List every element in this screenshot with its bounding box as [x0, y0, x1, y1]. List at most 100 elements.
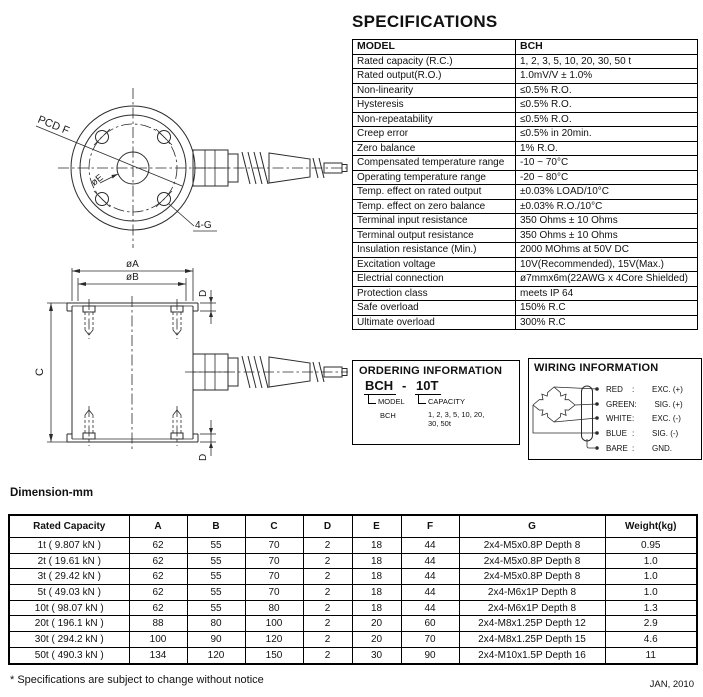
dim-cell-weight: 1.3 [604, 599, 698, 617]
pcd-circle [88, 123, 178, 213]
ordering-model-value: BCH [380, 411, 396, 420]
dim-cell-d: 2 [302, 615, 353, 633]
dim-cell-b: 55 [186, 552, 246, 570]
spec-row-label: Rated output(R.O.) [352, 68, 516, 84]
ordering-code-separator: - [402, 378, 407, 393]
spec-row-value: 10V(Recommended), 15V(Max.) [515, 256, 698, 272]
dim-cell-c: 150 [244, 646, 304, 665]
spec-row: Insulation resistance (Min.) 2000 MOhms … [352, 242, 698, 258]
dim-a: øA [71, 259, 194, 301]
svg-text:D: D [198, 454, 209, 461]
dim-cell-weight: 2.9 [604, 615, 698, 633]
wire-color: GREEN [606, 399, 635, 409]
model-connector-line [368, 394, 376, 404]
dim-cell-capacity: 1t ( 9.807 kN ) [8, 537, 130, 554]
spec-row: Rated capacity (R.C.) 1, 2, 3, 5, 10, 20… [352, 53, 698, 69]
dim-cell-f: 90 [400, 646, 460, 665]
spec-row-label: Operating temperature range [352, 169, 516, 185]
wire-function: EXC. (-) [652, 414, 681, 424]
spec-row-label: Compensated temperature range [352, 155, 516, 171]
dimension-header-cell: B [186, 514, 246, 538]
specifications-section: SPECIFICATIONS MODEL BCH Rated capacity … [352, 12, 698, 330]
dim-cell-e: 20 [351, 615, 402, 633]
spec-row: Rated output(R.O.) 1.0mV/V ± 1.0% [352, 68, 698, 84]
bore-e-label: øE [89, 172, 105, 188]
dimension-row: 10t ( 98.07 kN ) 62 55 80 2 18 44 2x4-M6… [8, 599, 698, 617]
spec-row-value: ±0.03% R.O./10°C [515, 198, 698, 214]
spec-row-label: Terminal input resistance [352, 213, 516, 229]
dim-cell-capacity: 3t ( 29.42 kN ) [8, 568, 130, 586]
dim-cell-capacity: 20t ( 196.1 kN ) [8, 615, 130, 633]
dim-cell-a: 88 [128, 615, 188, 633]
spec-row-value: ≤0.5% R.O. [515, 97, 698, 113]
spec-row-label: Excitation voltage [352, 256, 516, 272]
ordering-information-box: ORDERING INFORMATION BCH - 10T MODEL BCH… [352, 360, 520, 445]
dim-cell-f: 44 [400, 568, 460, 586]
dim-cell-capacity: 5t ( 49.03 kN ) [8, 584, 130, 601]
wire-function: SIG. (-) [652, 429, 679, 439]
dim-cell-d: 2 [302, 568, 353, 586]
mounting-studs [82, 299, 184, 446]
spec-row-label: Non-repeatability [352, 111, 516, 127]
dim-cell-weight: 1.0 [604, 584, 698, 601]
spec-row: Hysteresis ≤0.5% R.O. [352, 97, 698, 113]
dim-cell-a: 62 [128, 584, 188, 601]
spec-row: Temp. effect on rated output ±0.03% LOAD… [352, 184, 698, 200]
wire-colon: : [634, 399, 637, 409]
dim-cell-weight: 11 [604, 646, 698, 665]
wiring-title: WIRING INFORMATION [534, 362, 659, 374]
dim-cell-c: 70 [244, 552, 304, 570]
dimension-header-cell: C [244, 514, 304, 538]
dim-cell-g: 2x4-M8x1.25P Depth 12 [458, 615, 606, 633]
dim-cell-capacity: 50t ( 490.3 kN ) [8, 646, 130, 665]
svg-text:øB: øB [126, 272, 139, 283]
spec-header-row: MODEL BCH [352, 39, 698, 55]
dim-cell-capacity: 10t ( 98.07 kN ) [8, 599, 130, 617]
dimension-header-cell: G [458, 514, 606, 538]
footer-note: * Specifications are subject to change w… [10, 674, 264, 686]
dim-cell-g: 2x4-M6x1P Depth 8 [458, 584, 606, 601]
dim-cell-e: 18 [351, 552, 402, 570]
ordering-code-capacity: 10T [415, 378, 442, 395]
dim-cell-d: 2 [302, 537, 353, 554]
dim-cell-e: 18 [351, 537, 402, 554]
spec-row-label: Rated capacity (R.C.) [352, 53, 516, 69]
specifications-table: MODEL BCH Rated capacity (R.C.) 1, 2, 3,… [352, 39, 698, 330]
spec-row: Non-repeatability ≤0.5% R.O. [352, 111, 698, 127]
spec-row: Excitation voltage 10V(Recommended), 15V… [352, 256, 698, 272]
spec-row: Operating temperature range -20 ~ 80°C [352, 169, 698, 185]
wire-color: RED [606, 385, 623, 394]
capacity-connector-line [418, 394, 426, 404]
spec-row-label: Temp. effect on zero balance [352, 198, 516, 214]
cable-assembly [192, 149, 348, 187]
dim-cell-a: 62 [128, 552, 188, 570]
dim-cell-f: 44 [400, 552, 460, 570]
spec-header-label: MODEL [352, 39, 516, 55]
body-outline [66, 302, 199, 443]
spec-row-value: 1, 2, 3, 5, 10, 20, 30, 50 t [515, 53, 698, 69]
dim-cell-f: 60 [400, 615, 460, 633]
spec-row-value: 350 Ohms ± 10 Ohms [515, 213, 698, 229]
load-cell-top-view-drawing: PCD F øE 4-G [35, 88, 348, 248]
wire-color: BARE [606, 443, 628, 453]
svg-text:øA: øA [126, 259, 139, 270]
dim-cell-g: 2x4-M6x1P Depth 8 [458, 599, 606, 617]
wire-function: GND. [652, 443, 672, 453]
specifications-title: SPECIFICATIONS [352, 12, 498, 31]
dim-cell-e: 18 [351, 568, 402, 586]
dim-cell-d: 2 [302, 646, 353, 665]
spec-row-label: Temp. effect on rated output [352, 184, 516, 200]
spec-row-label: Safe overload [352, 300, 516, 316]
dim-cell-weight: 0.95 [604, 537, 698, 554]
spec-row-label: Terminal output resistance [352, 227, 516, 243]
dim-cell-c: 120 [244, 631, 304, 648]
spec-row-label: Electrial connection [352, 271, 516, 287]
dim-cell-c: 70 [244, 584, 304, 601]
dim-cell-e: 18 [351, 584, 402, 601]
spec-row-label: Protection class [352, 285, 516, 301]
spec-row-value: -10 ~ 70°C [515, 155, 698, 171]
dim-cell-g: 2x4-M5x0.8P Depth 8 [458, 568, 606, 586]
ordering-title: ORDERING INFORMATION [359, 365, 503, 377]
dimension-header-cell: E [351, 514, 402, 538]
wire-row: BLUE : SIG. (-) [606, 429, 678, 438]
